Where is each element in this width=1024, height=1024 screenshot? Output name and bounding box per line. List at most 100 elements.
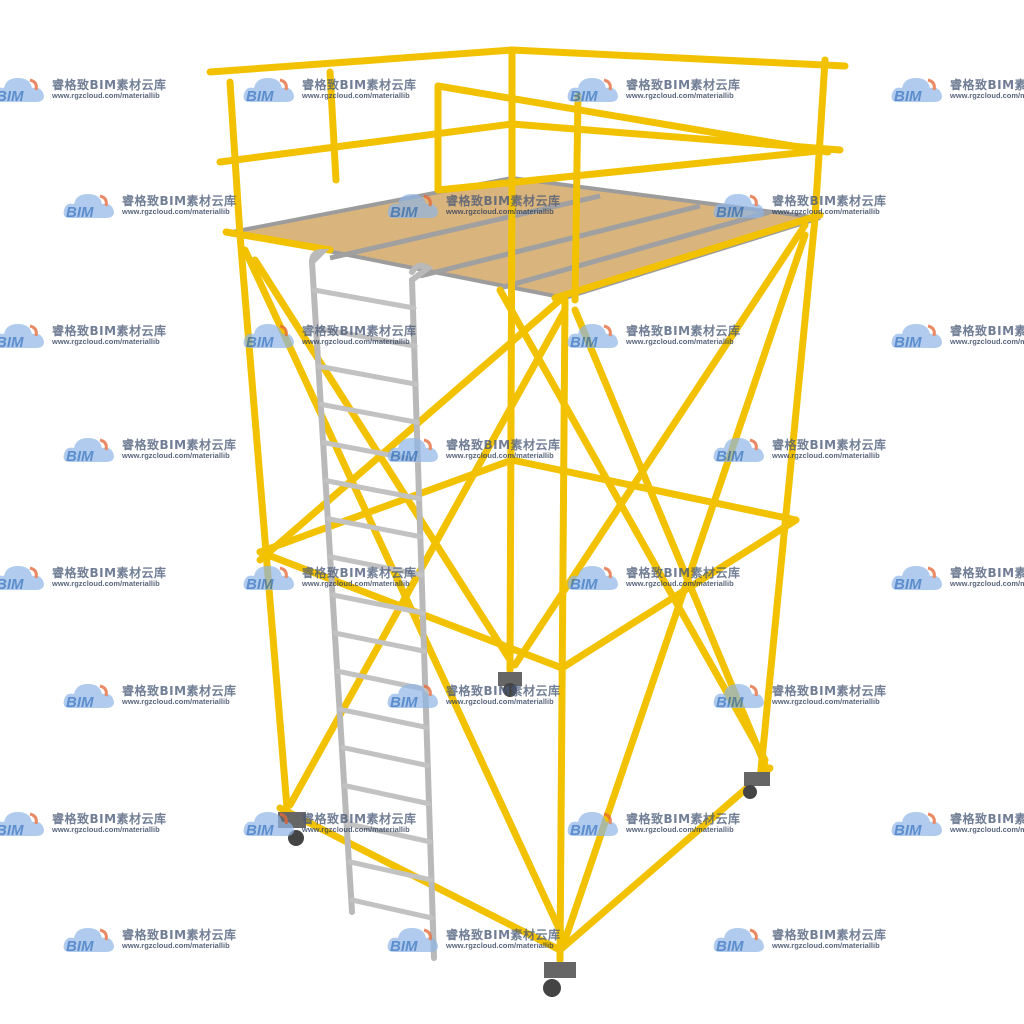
watermark-name: 睿格致BIM素材云库	[52, 566, 167, 580]
ladder-rung	[316, 363, 419, 387]
watermark-url: www.rgzcloud.com/materiallib	[950, 337, 1024, 346]
watermark-name: 睿格致BIM素材云库	[446, 194, 561, 208]
cloud-logo-icon	[387, 194, 438, 218]
watermark-brand: BIM	[570, 334, 598, 351]
watermark-url: www.rgzcloud.com/materiallib	[446, 697, 554, 706]
casters	[278, 672, 770, 997]
cloud-logo-icon	[0, 566, 44, 590]
watermark-tile: BIM睿格致BIM素材云库www.rgzcloud.com/materialli…	[0, 318, 230, 358]
watermark-tile: BIM 睿格致BIM素材云库www.rgzcloud.com/materialli…	[888, 560, 1024, 600]
watermark-brand: BIM	[894, 576, 922, 593]
cloud-logo-icon	[387, 928, 438, 952]
watermark-brand: BIM	[66, 204, 94, 221]
watermark-url: www.rgzcloud.com/materiallib	[950, 579, 1024, 588]
cloud-logo-icon	[567, 566, 618, 590]
watermark-name: 睿格致BIM素材云库	[302, 78, 417, 92]
watermark-brand: BIM	[66, 448, 94, 465]
ladder-rung	[318, 401, 420, 425]
ladder-rung	[337, 706, 429, 730]
cloud-logo-icon	[0, 78, 44, 102]
watermark-name: 睿格致BIM素材云库	[446, 438, 561, 452]
watermark-name: 睿格致BIM素材云库	[446, 684, 561, 698]
watermark-url: www.rgzcloud.com/materiallib	[122, 451, 230, 460]
ladder-rung	[313, 325, 418, 349]
watermark-name: 睿格致BIM素材云库	[772, 684, 887, 698]
ladder-rung	[311, 287, 417, 311]
ladder-rung	[349, 897, 435, 921]
cloud-logo-icon	[243, 812, 294, 836]
ladder-rung	[340, 745, 430, 768]
watermark-url: www.rgzcloud.com/materiallib	[302, 91, 410, 100]
watermark-url: www.rgzcloud.com/materiallib	[772, 207, 880, 216]
ladder-rung	[332, 630, 427, 654]
watermark-name: 睿格致BIM素材云库	[122, 928, 237, 942]
watermark-tile: BIM睿格致BIM素材云库www.rgzcloud.com/materialli…	[888, 318, 1024, 358]
watermark-url: www.rgzcloud.com/materiallib	[950, 825, 1024, 834]
watermark-name: 睿格致BIM素材云库	[950, 812, 1024, 826]
watermark-tile: BIM 睿格致BIM素材云库www.rgzcloud.com/materialli…	[888, 806, 1024, 846]
watermark-brand: BIM	[390, 204, 418, 221]
watermark-tile: BIM睿格致BIM素材云库www.rgzcloud.com/materialli…	[0, 72, 230, 112]
watermark-brand: BIM	[390, 938, 418, 955]
watermark-url: www.rgzcloud.com/materiallib	[52, 91, 160, 100]
watermark-url: www.rgzcloud.com/materiallib	[122, 207, 230, 216]
watermark-brand: BIM	[246, 576, 274, 593]
caster-front-right	[543, 962, 576, 997]
watermark-name: 睿格致BIM素材云库	[52, 812, 167, 826]
ladder-rungs	[311, 287, 435, 921]
watermark-brand: BIM	[66, 694, 94, 711]
watermark-url: www.rgzcloud.com/materiallib	[626, 579, 734, 588]
cloud-logo-icon	[891, 566, 942, 590]
cloud-logo-icon	[0, 812, 44, 836]
ladder-rung	[347, 859, 434, 883]
watermark-name: 睿格致BIM素材云库	[950, 566, 1024, 580]
cloud-logo-icon	[63, 194, 114, 218]
watermark-brand: BIM	[894, 334, 922, 351]
watermark-name: 睿格致BIM素材云库	[772, 194, 887, 208]
watermark-url: www.rgzcloud.com/materiallib	[122, 941, 230, 950]
watermark-url: www.rgzcloud.com/materiallib	[626, 337, 734, 346]
watermark-brand: BIM	[246, 334, 274, 351]
caster-back-right	[743, 772, 770, 799]
watermark-brand: BIM	[716, 694, 744, 711]
watermark-brand: BIM	[716, 204, 744, 221]
cloud-logo-icon	[387, 684, 438, 708]
watermark-url: www.rgzcloud.com/materiallib	[950, 91, 1024, 100]
ladder-rung	[328, 554, 425, 578]
watermark-brand: BIM	[246, 88, 274, 105]
cloud-logo-icon	[713, 194, 764, 218]
ladder-rung	[323, 478, 423, 502]
cloud-logo-icon	[243, 324, 294, 348]
cloud-logo-icon	[63, 684, 114, 708]
cloud-logo-icon	[713, 438, 764, 462]
watermark-brand: BIM	[894, 822, 922, 839]
access-ladder	[308, 248, 437, 961]
cloud-logo-icon	[891, 78, 942, 102]
watermark-url: www.rgzcloud.com/materiallib	[302, 825, 410, 834]
watermark-name: 睿格致BIM素材云库	[446, 928, 561, 942]
ladder-rung	[344, 821, 433, 845]
watermark-brand: BIM	[894, 88, 922, 105]
watermark-name: 睿格致BIM素材云库	[122, 438, 237, 452]
watermark-name: 睿格致BIM素材云库	[302, 812, 417, 826]
cloud-logo-icon	[63, 438, 114, 462]
watermark-url: www.rgzcloud.com/materiallib	[626, 825, 734, 834]
watermark-url: www.rgzcloud.com/materiallib	[772, 451, 880, 460]
